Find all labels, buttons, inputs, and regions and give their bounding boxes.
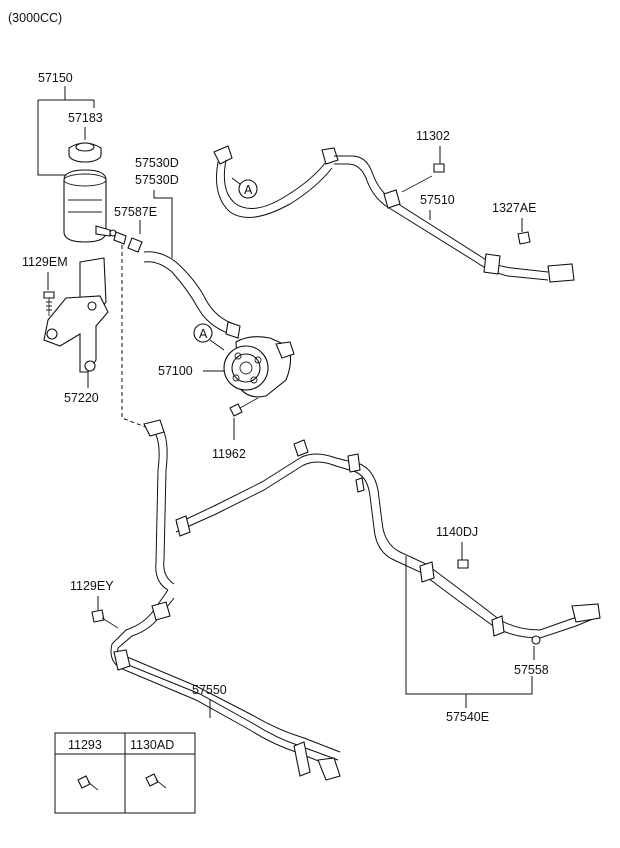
callout-57530d-bottom: 57530D bbox=[135, 173, 179, 187]
callout-1129em: 1129EM bbox=[22, 255, 68, 269]
legend-bolt-1130ad bbox=[145, 773, 167, 789]
cooler-line-57550: 1129EY 57550 bbox=[70, 579, 341, 781]
callout-57510: 57510 bbox=[420, 193, 455, 207]
reservoir-cap bbox=[68, 142, 102, 163]
reference-a-pump: A bbox=[199, 327, 208, 341]
callout-57530d-top: 57530D bbox=[135, 156, 179, 170]
callout-1327ae: 1327AE bbox=[492, 201, 536, 215]
reference-a-circle bbox=[193, 323, 213, 343]
return-line-57540e: 1140DJ 57558 57540E bbox=[143, 419, 601, 724]
callout-57587e: 57587E bbox=[114, 205, 157, 219]
callout-57100: 57100 bbox=[158, 364, 193, 378]
power-steering-pump: A 57100 11962 bbox=[158, 323, 295, 461]
bracket-57220 bbox=[43, 257, 109, 373]
legend-bolt-11293 bbox=[77, 775, 99, 791]
callout-11302: 11302 bbox=[416, 129, 450, 143]
callout-1140dj: 1140DJ bbox=[436, 525, 478, 539]
callout-57183: 57183 bbox=[68, 111, 103, 125]
pressure-hose-57510: A 11302 57510 1327AE bbox=[213, 129, 575, 283]
suction-hose-group: 57530D 57530D bbox=[135, 156, 241, 339]
reference-a-hose: A bbox=[244, 183, 253, 197]
callout-57550: 57550 bbox=[192, 683, 227, 697]
legend-col-11293: 11293 bbox=[68, 738, 102, 752]
reservoir-tank bbox=[63, 169, 117, 243]
legend-col-1130ad: 1130AD bbox=[130, 738, 174, 752]
engine-label: (3000CC) bbox=[8, 11, 62, 25]
legend-table: 11293 1130AD bbox=[54, 732, 196, 814]
callout-57150: 57150 bbox=[38, 71, 73, 85]
reference-a-hose-circle bbox=[238, 179, 258, 199]
bolt-1129ey bbox=[91, 609, 119, 629]
bolt-1129em bbox=[43, 291, 55, 316]
reservoir-assembly: 57150 57183 57587E 1129EM bbox=[22, 71, 157, 429]
bolt-11962 bbox=[229, 397, 259, 417]
callout-11962: 11962 bbox=[212, 447, 246, 461]
callout-57220: 57220 bbox=[64, 391, 99, 405]
callout-1129ey: 1129EY bbox=[70, 579, 114, 593]
callout-57540e: 57540E bbox=[446, 710, 489, 724]
callout-57558: 57558 bbox=[514, 663, 549, 677]
